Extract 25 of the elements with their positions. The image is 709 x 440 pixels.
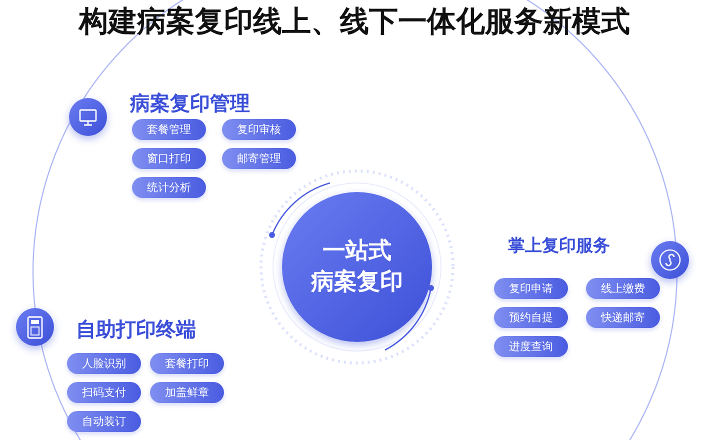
feature-pill: 线上缴费 bbox=[586, 278, 660, 299]
section-heading: 掌上复印服务 bbox=[508, 235, 610, 257]
center-text: 病案复印 bbox=[311, 268, 403, 297]
section-heading: 病案复印管理 bbox=[130, 90, 250, 117]
feature-pill: 扫码支付 bbox=[67, 382, 141, 403]
feature-pill: 邮寄管理 bbox=[222, 148, 296, 169]
icon-circle bbox=[16, 308, 54, 346]
center-circle bbox=[282, 192, 432, 342]
feature-pill: 自动装订 bbox=[67, 411, 141, 432]
feature-pill: 人脸识别 bbox=[67, 353, 141, 374]
feature-pill: 复印审核 bbox=[222, 119, 296, 140]
feature-pill: 套餐打印 bbox=[150, 353, 224, 374]
feature-pill: 进度查询 bbox=[494, 336, 568, 357]
icon-circle bbox=[69, 98, 107, 136]
feature-pill: 预约自提 bbox=[494, 307, 568, 328]
feature-pill: 快递邮寄 bbox=[586, 307, 660, 328]
section-heading: 自助打印终端 bbox=[76, 316, 196, 343]
center-text: 一站式 bbox=[322, 236, 392, 266]
feature-pill: 统计分析 bbox=[132, 177, 206, 198]
feature-pill: 加盖鲜章 bbox=[150, 382, 224, 403]
feature-pill: 复印申请 bbox=[494, 278, 568, 299]
feature-pill: 套餐管理 bbox=[132, 119, 206, 140]
icon-circle bbox=[651, 241, 689, 279]
feature-pill: 窗口打印 bbox=[132, 148, 206, 169]
title: 构建病案复印线上、线下一体化服务新模式 bbox=[77, 3, 631, 40]
